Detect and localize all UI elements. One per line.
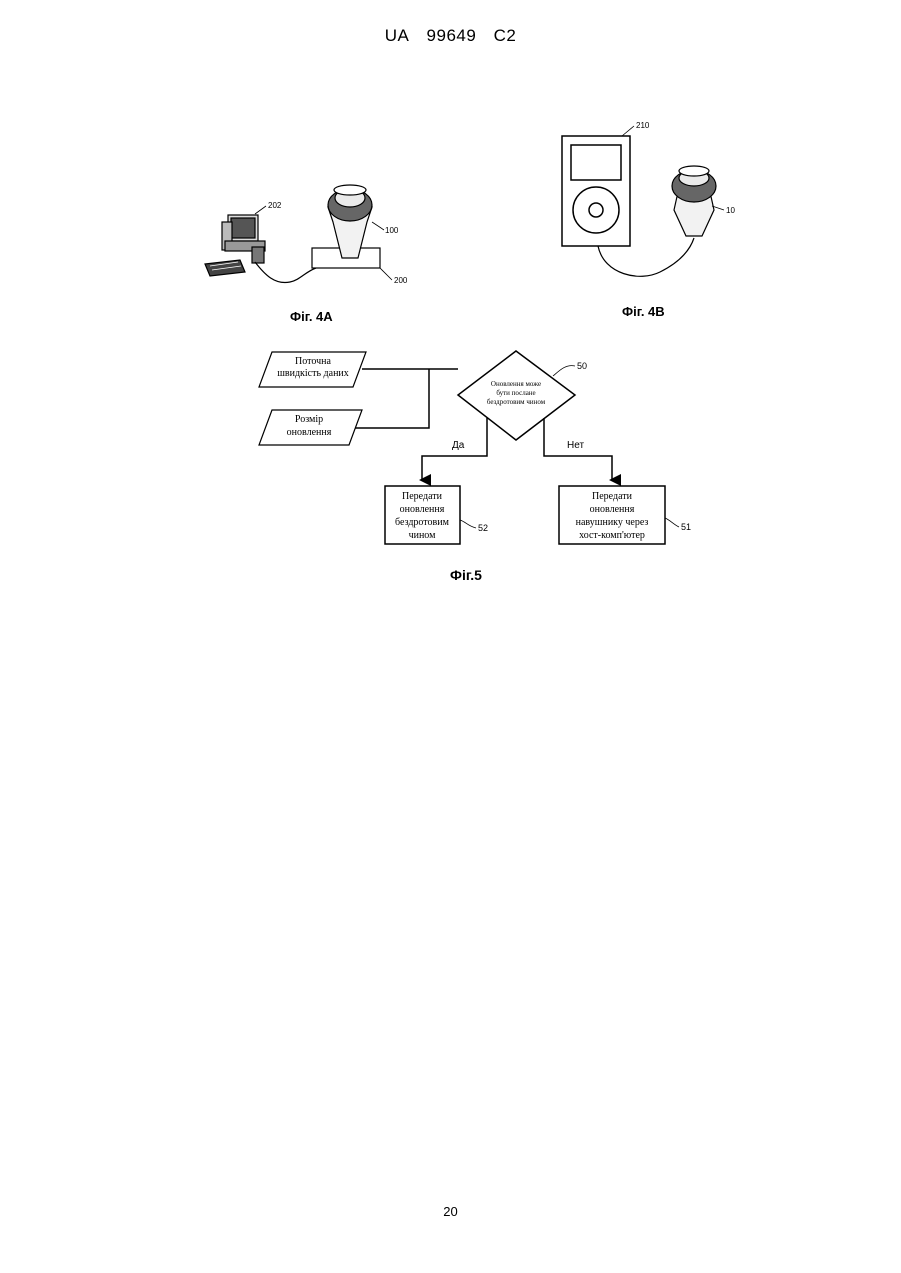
box-left-text-4: чином [409, 530, 437, 541]
box-right-ref: 51 [681, 522, 691, 532]
page-number: 20 [0, 1204, 901, 1219]
decision-ref: 50 [577, 361, 587, 371]
box-left-text-2: оновлення [400, 504, 445, 515]
figure-5-label: Фіг.5 [450, 567, 482, 583]
input-rate-text-2: швидкість даних [277, 368, 349, 379]
box-left-text-3: бездротовим [395, 517, 450, 528]
yes-label: Да [452, 440, 465, 451]
connector-size [355, 369, 429, 428]
decision-text-3: бездротовим чином [487, 398, 546, 406]
decision-text-1: Оновлення може [491, 380, 541, 388]
box-right-text-1: Передати [592, 491, 633, 502]
box-left-ref: 52 [478, 523, 488, 533]
box-left-ref-leader [460, 520, 476, 528]
no-label: Нет [567, 440, 584, 451]
input-size-text-2: оновлення [287, 427, 332, 438]
input-size-text-1: Розмір [295, 414, 323, 425]
box-right-text-2: оновлення [590, 504, 635, 515]
box-right-ref-leader [665, 518, 679, 527]
box-right-text-3: навушнику через [576, 517, 649, 528]
decision-ref-leader [553, 366, 575, 376]
box-left-text-1: Передати [402, 491, 443, 502]
box-right-text-4: хост-комп'ютер [579, 530, 645, 541]
input-rate-text-1: Поточна [295, 356, 331, 367]
decision-text-2: бути послане [496, 389, 535, 397]
